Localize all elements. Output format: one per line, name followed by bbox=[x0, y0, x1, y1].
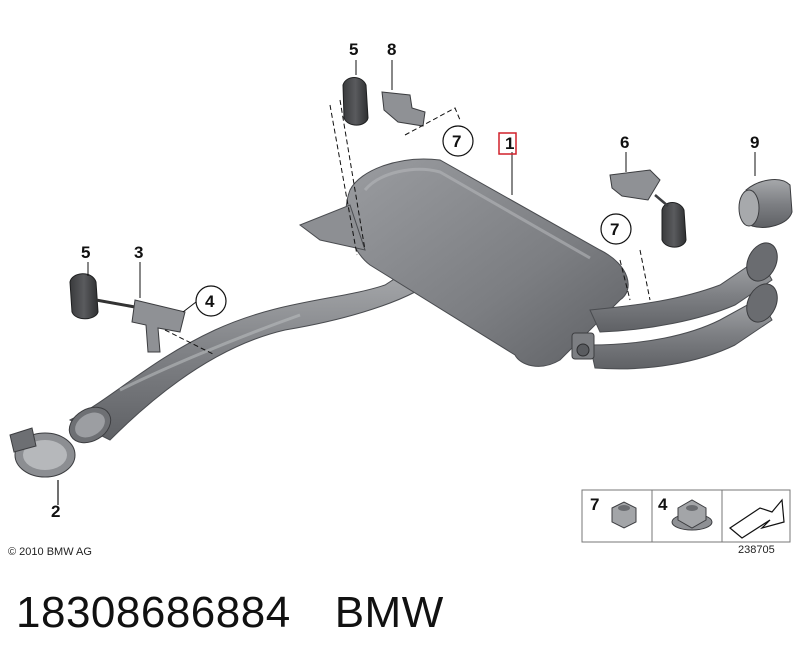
legend-label-7: 7 bbox=[590, 495, 599, 514]
callout-1-highlight bbox=[498, 132, 517, 155]
tail-pipes bbox=[571, 242, 778, 370]
flange-nut-4-icon bbox=[671, 499, 713, 531]
bracket-8 bbox=[381, 91, 426, 127]
heat-shield-symbol-icon bbox=[728, 498, 785, 539]
pipe-clamp bbox=[9, 427, 76, 505]
callout-9: 9 bbox=[750, 133, 759, 152]
diagram-number: 238705 bbox=[738, 544, 775, 556]
bracket-3 bbox=[131, 299, 186, 353]
callout-4: 4 bbox=[205, 292, 215, 311]
callout-5-left: 5 bbox=[81, 243, 90, 262]
rubber-mount-left bbox=[69, 273, 136, 320]
callout-8: 8 bbox=[387, 40, 396, 59]
callout-labels: 1 2 3 4 5 5 6 7 7 8 9 bbox=[51, 40, 759, 521]
copyright: © 2010 BMW AG bbox=[8, 546, 92, 558]
callout-4-circle bbox=[195, 285, 227, 317]
fastener-legend: 7 4 bbox=[581, 489, 791, 543]
front-pipe bbox=[68, 271, 416, 444]
callout-3: 3 bbox=[134, 243, 143, 262]
hex-nut-7-icon bbox=[611, 501, 637, 529]
rubber-mount-right bbox=[661, 202, 687, 248]
bracket-6 bbox=[609, 169, 669, 207]
tailpipe-trim bbox=[738, 179, 793, 228]
brand-name: BMW bbox=[334, 588, 444, 637]
part-number: 18308686884 bbox=[16, 588, 291, 637]
callout-6: 6 bbox=[620, 133, 629, 152]
callout-7-top: 7 bbox=[452, 132, 461, 151]
assembly-lines bbox=[87, 60, 756, 356]
callout-5-top: 5 bbox=[349, 40, 358, 59]
part-number-line: 18308686884 BMW bbox=[16, 588, 444, 638]
callout-7-right: 7 bbox=[610, 220, 619, 239]
legend-label-4: 4 bbox=[658, 495, 668, 514]
rubber-mount-top bbox=[342, 77, 369, 126]
callout-7-right-circle bbox=[600, 213, 632, 245]
callout-7-top-circle bbox=[442, 125, 474, 157]
callout-1: 1 bbox=[505, 134, 514, 153]
callout-2: 2 bbox=[51, 502, 60, 521]
